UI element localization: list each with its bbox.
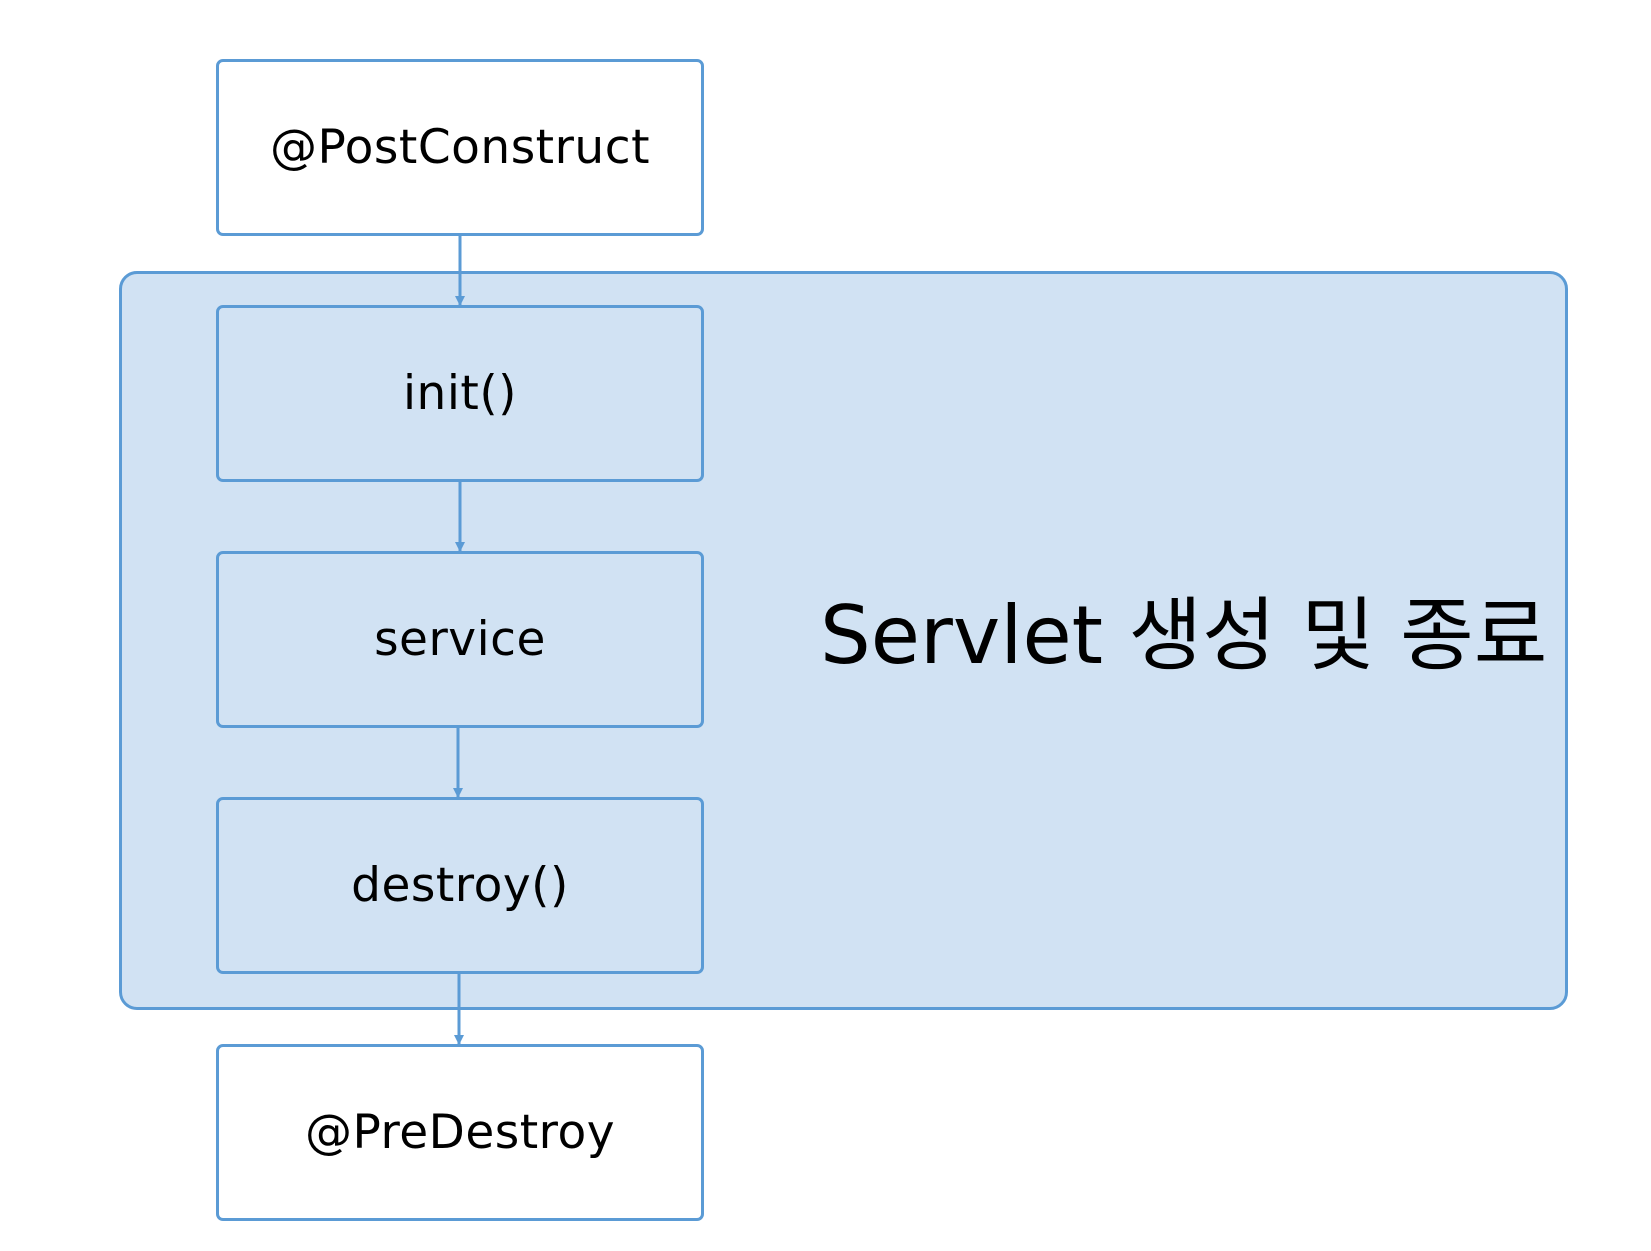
servlet-lifecycle-group-label: Servlet 생성 및 종료	[820, 589, 1548, 682]
destroy-node: destroy()	[216, 797, 704, 974]
predestroy-node: @PreDestroy	[216, 1044, 704, 1221]
predestroy-node-label: @PreDestroy	[304, 1105, 616, 1160]
destroy-node-label: destroy()	[351, 858, 569, 913]
init-node: init()	[216, 305, 704, 482]
postconstruct-node: @PostConstruct	[216, 59, 704, 236]
init-node-label: init()	[402, 366, 517, 421]
service-node-label: service	[374, 612, 546, 667]
postconstruct-node-label: @PostConstruct	[270, 120, 650, 175]
service-node: service	[216, 551, 704, 728]
